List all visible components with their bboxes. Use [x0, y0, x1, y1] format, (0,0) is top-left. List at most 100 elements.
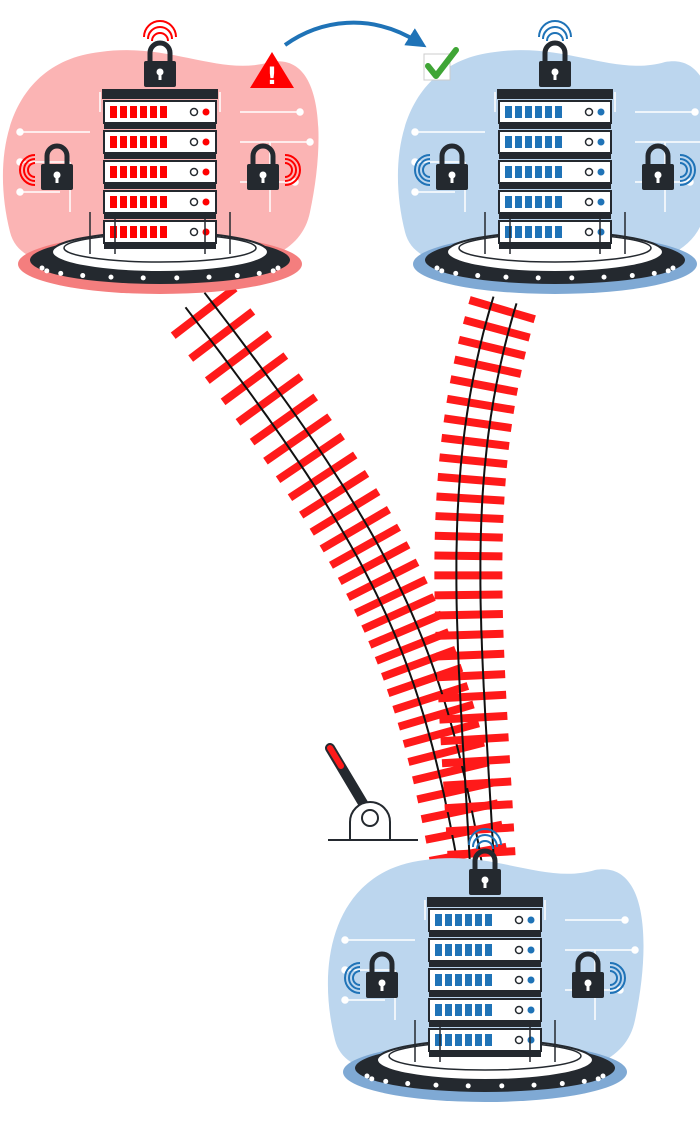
- drive-bay: [505, 136, 512, 148]
- rack-top-cap: [497, 89, 613, 99]
- drive-bay: [535, 196, 542, 208]
- drive-bay: [525, 136, 532, 148]
- drive-bay: [140, 196, 147, 208]
- status-led: [584, 107, 594, 117]
- padlock-icon: [366, 951, 398, 998]
- rail-tie: [220, 352, 289, 406]
- warning-mark: !: [267, 62, 278, 90]
- wireless-signal-icon: [19, 154, 36, 186]
- status-led: [584, 137, 594, 147]
- checkmark-icon: [423, 47, 459, 81]
- rail-tie: [434, 531, 503, 542]
- base-bolt: [439, 268, 445, 274]
- base-bolt: [665, 268, 671, 274]
- rail-tie: [287, 451, 358, 502]
- drive-bay: [455, 944, 462, 956]
- drive-bay: [160, 166, 167, 178]
- status-led: [189, 137, 199, 147]
- rail-tie: [436, 649, 505, 661]
- drive-bay: [515, 196, 522, 208]
- status-led: [527, 976, 535, 984]
- padlock-icon: [469, 848, 501, 895]
- drive-bay: [475, 974, 482, 986]
- rail-tie: [439, 711, 508, 724]
- drive-bay: [110, 136, 117, 148]
- status-led: [514, 1035, 524, 1045]
- rail-tie: [444, 800, 513, 813]
- rail-tie: [462, 316, 531, 342]
- status-led: [584, 197, 594, 207]
- drive-bay: [435, 944, 442, 956]
- base-bolt: [581, 1078, 587, 1084]
- drive-bay: [455, 914, 462, 926]
- status-led: [202, 198, 210, 206]
- wireless-signal-icon: [414, 154, 431, 186]
- rail-tie: [337, 541, 411, 585]
- drive-bay: [555, 106, 562, 118]
- drive-bay: [525, 226, 532, 238]
- rail-tie: [204, 330, 273, 384]
- padlock-icon: [41, 143, 73, 190]
- drive-bay: [435, 1004, 442, 1016]
- base-bolt: [174, 275, 180, 281]
- server-unit: [428, 938, 542, 967]
- warning-triangle-icon: !: [250, 52, 294, 90]
- rail-tie: [368, 610, 444, 649]
- wireless-signal-icon: [468, 828, 502, 850]
- base-bolt: [670, 265, 676, 271]
- drive-bay: [150, 136, 157, 148]
- base-bolt: [595, 1076, 601, 1082]
- drive-bay: [465, 914, 472, 926]
- drive-bay: [535, 166, 542, 178]
- redirect-arrow-icon: [283, 20, 427, 48]
- drive-bay: [435, 914, 442, 926]
- rail-tie: [437, 670, 506, 682]
- drive-bay: [120, 136, 127, 148]
- base-bolt: [465, 1083, 471, 1089]
- drive-bay: [140, 136, 147, 148]
- server-unit: [428, 998, 542, 1027]
- status-led: [514, 1005, 524, 1015]
- drive-bay: [160, 226, 167, 238]
- base-bolt: [453, 270, 459, 276]
- status-led: [514, 945, 524, 955]
- wireless-signal-icon: [609, 962, 626, 994]
- server-unit: [103, 130, 217, 159]
- server-unit: [498, 160, 612, 189]
- drive-bay: [545, 196, 552, 208]
- status-led: [527, 946, 535, 954]
- base-bolt: [383, 1078, 389, 1084]
- wireless-signal-icon: [538, 20, 572, 42]
- status-led: [202, 228, 210, 236]
- drive-bay: [485, 1034, 492, 1046]
- source-server-node: [327, 828, 644, 1102]
- rail-tie: [386, 663, 464, 697]
- status-led: [202, 168, 210, 176]
- rail-tie: [437, 472, 506, 487]
- drive-bay: [505, 226, 512, 238]
- drive-bay: [485, 944, 492, 956]
- status-led: [202, 108, 210, 116]
- status-led: [527, 1006, 535, 1014]
- server-unit: [428, 968, 542, 997]
- drive-bay: [545, 166, 552, 178]
- rail-tie: [319, 506, 391, 553]
- server-unit: [103, 220, 217, 249]
- drive-bay: [130, 136, 137, 148]
- drive-bay: [505, 196, 512, 208]
- drive-bay: [120, 196, 127, 208]
- drive-bay: [110, 226, 117, 238]
- status-led: [584, 167, 594, 177]
- base-bolt: [44, 268, 50, 274]
- status-led: [189, 167, 199, 177]
- server-unit: [428, 908, 542, 937]
- drive-bay: [160, 136, 167, 148]
- wireless-signal-icon: [679, 154, 696, 186]
- padlock-icon: [572, 951, 604, 998]
- base-bolt: [405, 1081, 411, 1087]
- rail-tie: [328, 523, 401, 569]
- drive-bay: [515, 136, 522, 148]
- padlock-icon: [144, 40, 176, 87]
- drive-bay: [555, 226, 562, 238]
- drive-bay: [515, 226, 522, 238]
